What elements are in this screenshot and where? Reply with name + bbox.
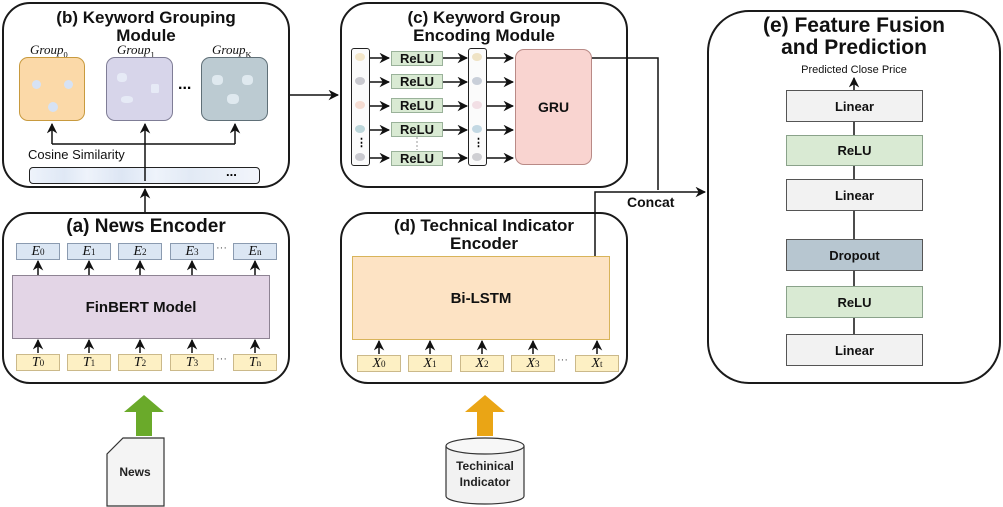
fusion-relu-layer: ReLU	[786, 286, 923, 318]
relu-box: ReLU	[391, 122, 443, 137]
fusion-linear-layer: Linear	[786, 334, 923, 366]
embedding-ellipsis: ···	[216, 242, 227, 254]
group-k-box	[201, 57, 268, 121]
vector-dot	[355, 77, 365, 85]
vector-dot	[472, 101, 482, 109]
fusion-relu-layer: ReLU	[786, 135, 923, 166]
keyword-grouping-title: (b) Keyword Grouping Module	[4, 9, 288, 45]
vector-dot	[355, 53, 365, 61]
feature-fusion-title: (e) Feature Fusion and Prediction	[709, 14, 999, 60]
vertical-ellipsis: ⋮	[473, 137, 484, 149]
label-line: Techinical	[456, 459, 514, 473]
news-input-arrow-icon	[124, 395, 164, 436]
group-0-label: Group0	[30, 42, 68, 60]
title-line: (e) Feature Fusion	[762, 14, 946, 37]
group-encoding-title: (c) Keyword Group Encoding Module	[342, 9, 626, 45]
group-1-label: Group1	[117, 42, 155, 60]
fusion-linear-layer: Linear	[786, 179, 923, 211]
bilstm-block: Bi-LSTM	[352, 256, 610, 340]
vector-dot	[472, 125, 482, 133]
technical-input-arrow-icon	[465, 395, 505, 436]
news-encoder-title: (a) News Encoder	[66, 216, 226, 237]
relu-box: ReLU	[391, 74, 443, 89]
keyword-dot	[151, 84, 159, 93]
gru-block: GRU	[515, 49, 592, 165]
title-line: Module	[116, 25, 176, 45]
title-line: Encoding Module	[413, 25, 555, 45]
technical-indicator-database-icon	[445, 437, 525, 505]
relu-box: ReLU	[391, 51, 443, 66]
keyword-dot	[242, 75, 253, 85]
keyword-dot	[212, 75, 223, 85]
group-ellipsis: ...	[178, 76, 192, 93]
vector-dot	[355, 101, 365, 109]
group-1-box	[106, 57, 173, 121]
vector-dot	[472, 153, 482, 161]
group-relu-vector: ⋮	[468, 48, 487, 166]
keyword-dot	[48, 102, 58, 112]
predicted-close-price-label: Predicted Close Price	[801, 64, 907, 76]
fusion-dropout-layer: Dropout	[786, 239, 923, 271]
vector-dot	[355, 125, 365, 133]
group-0-box	[19, 57, 85, 121]
title-line: (c) Keyword Group	[407, 8, 561, 27]
token-ellipsis: ···	[216, 353, 227, 365]
vector-dot	[355, 153, 365, 161]
title-line: Encoder	[449, 233, 519, 253]
concat-label: Concat	[627, 194, 675, 210]
technical-encoder-title: (d) Technical Indicator Encoder	[342, 217, 626, 253]
vector-dot	[472, 53, 482, 61]
similarity-vector: ...	[29, 164, 260, 184]
similarity-ellipsis: ...	[226, 164, 237, 179]
vector-dot	[472, 77, 482, 85]
finbert-model-block: FinBERT Model	[12, 275, 270, 339]
title-line: (d) Technical Indicator	[393, 216, 575, 235]
keyword-dot	[64, 80, 73, 89]
keyword-dot	[121, 96, 133, 103]
group-input-vector: ⋮	[351, 48, 370, 166]
label-line: Indicator	[459, 474, 511, 489]
fusion-linear-layer: Linear	[786, 90, 923, 122]
keyword-dot	[117, 73, 127, 82]
group-k-label: GroupK	[212, 42, 252, 60]
title-line: and Prediction	[781, 36, 927, 60]
keyword-dot	[32, 80, 41, 89]
cosine-similarity-label: Cosine Similarity	[28, 147, 125, 162]
title-line: (b) Keyword Grouping	[56, 8, 236, 27]
technical-source-label: Techinical Indicator	[444, 459, 526, 490]
vertical-ellipsis: ⋮	[356, 137, 367, 149]
keyword-dot	[227, 94, 239, 104]
relu-box: ReLU	[391, 98, 443, 113]
relu-box: ReLU	[391, 151, 443, 166]
news-source-label: News	[119, 465, 151, 479]
indicator-ellipsis: ···	[557, 354, 568, 366]
